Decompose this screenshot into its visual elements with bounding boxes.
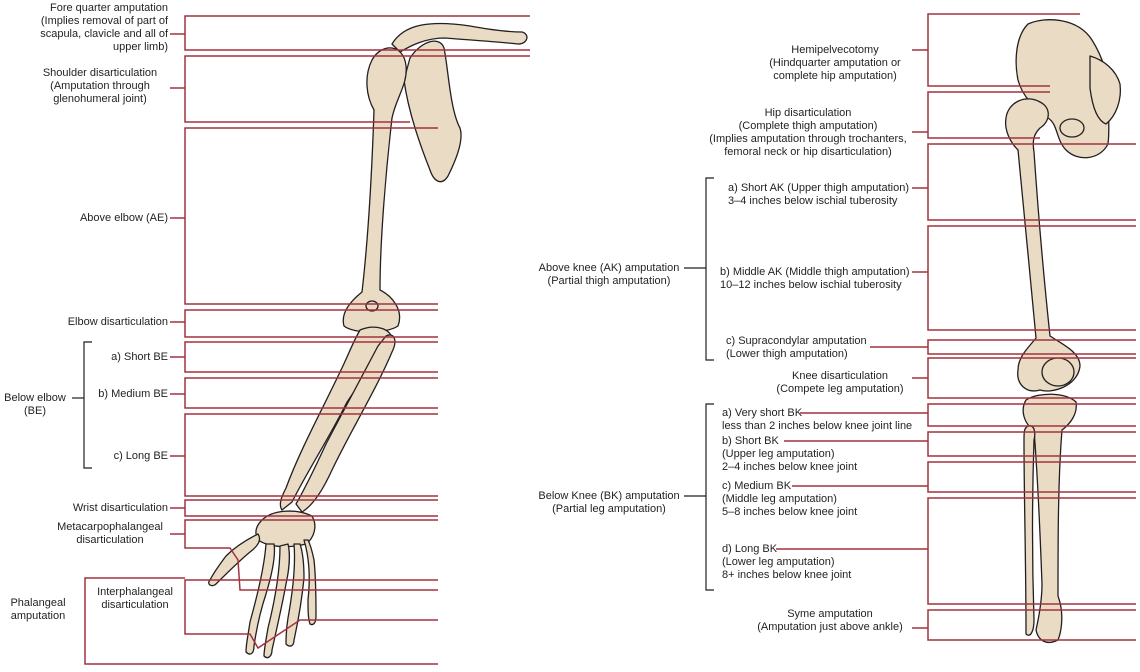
sacrum	[1089, 55, 1122, 125]
label-fore-quarter: Fore quarter amputation (Implies removal…	[40, 2, 168, 53]
label-short-ak: a) Short AK (Upper thigh amputation) 3–4…	[728, 182, 909, 207]
label-hemipelvectomy: Hemipelvecotomy (Hindquarter amputation …	[769, 44, 901, 82]
label-medium-bk: c) Medium BK (Middle leg amputation) 5–8…	[722, 480, 858, 518]
phalangeal-box	[84, 577, 438, 665]
label-very-short-bk: a) Very short BK less than 2 inches belo…	[722, 407, 913, 432]
index-finger	[245, 543, 276, 655]
elbow-box	[184, 309, 438, 338]
leg-brackets	[684, 177, 714, 591]
obturator-foramen	[1059, 118, 1085, 138]
label-middle-ak: b) Middle AK (Middle thigh amputation) 1…	[720, 266, 910, 291]
label-metacarpophalangeal: Metacarpophalangeal disarticulation	[57, 521, 163, 546]
middle-finger	[263, 543, 290, 659]
radius	[295, 334, 396, 513]
shoulder-box	[184, 55, 530, 123]
label-short-be: a) Short BE	[111, 351, 168, 363]
very-short-bk-box	[927, 403, 1136, 427]
clavicle	[391, 22, 528, 53]
label-short-bk: b) Short BK (Upper leg amputation) 2–4 i…	[722, 435, 858, 473]
syme-box	[927, 609, 1136, 641]
long-be-box	[184, 413, 438, 497]
short-ak-box	[927, 143, 1136, 221]
label-elbow-disarticulation: Elbow disarticulation	[67, 316, 168, 328]
label-phalangeal: Phalangeal amputation	[10, 597, 66, 622]
long-bk-box	[927, 497, 1136, 605]
label-long-bk: d) Long BK (Lower leg amputation) 8+ inc…	[722, 543, 852, 581]
below-knee-bracket	[705, 403, 714, 591]
middle-ak-box	[927, 225, 1136, 331]
above-knee-bracket	[705, 177, 714, 361]
label-interphalangeal: Interphalangeal disarticulation	[97, 586, 173, 611]
label-knee-disarticulation: Knee disarticulation (Compete leg amputa…	[776, 370, 904, 395]
thumb	[208, 533, 261, 587]
medium-bk-box	[927, 461, 1136, 493]
hip-box	[927, 91, 1050, 139]
label-long-be: c) Long BE	[113, 450, 168, 462]
arm-skeleton	[208, 22, 528, 659]
leg-level-lines	[776, 13, 1136, 641]
femur	[1004, 98, 1081, 392]
above-elbow-box	[184, 127, 438, 305]
arm-level-lines	[84, 15, 530, 665]
short-be-box	[184, 341, 438, 373]
little-finger	[303, 539, 317, 626]
arm-brackets	[72, 341, 92, 469]
label-medium-be: b) Medium BE	[98, 388, 168, 400]
label-supracondylar: c) Supracondylar amputation (Lower thigh…	[726, 335, 867, 360]
label-above-elbow: Above elbow (AE)	[79, 212, 168, 224]
interphalangeal-box	[184, 579, 438, 650]
leg-skeleton	[1004, 19, 1122, 644]
fibula	[1023, 425, 1036, 636]
below-elbow-bracket	[83, 341, 92, 469]
ring-finger	[285, 543, 305, 647]
pelvis	[1015, 19, 1110, 159]
label-shoulder: Shoulder disarticulation (Amputation thr…	[42, 67, 158, 105]
patella	[1041, 357, 1075, 387]
label-wrist-disarticulation: Wrist disarticulation	[72, 502, 168, 514]
label-hip-disarticulation: Hip disarticulation (Complete thigh ampu…	[709, 107, 907, 158]
mcp-box	[184, 519, 438, 591]
label-syme: Syme amputation (Amputation just above a…	[757, 608, 903, 633]
scapula	[403, 40, 462, 183]
short-bk-box	[927, 431, 1136, 457]
label-above-knee: Above knee (AK) amputation (Partial thig…	[538, 262, 680, 287]
label-below-elbow: Below elbow (BE)	[4, 392, 66, 417]
humerus	[342, 47, 407, 333]
label-below-knee: Below Knee (BK) amputation (Partial leg …	[538, 490, 680, 515]
medium-be-box	[184, 377, 438, 409]
fore-quarter-box	[184, 15, 530, 51]
